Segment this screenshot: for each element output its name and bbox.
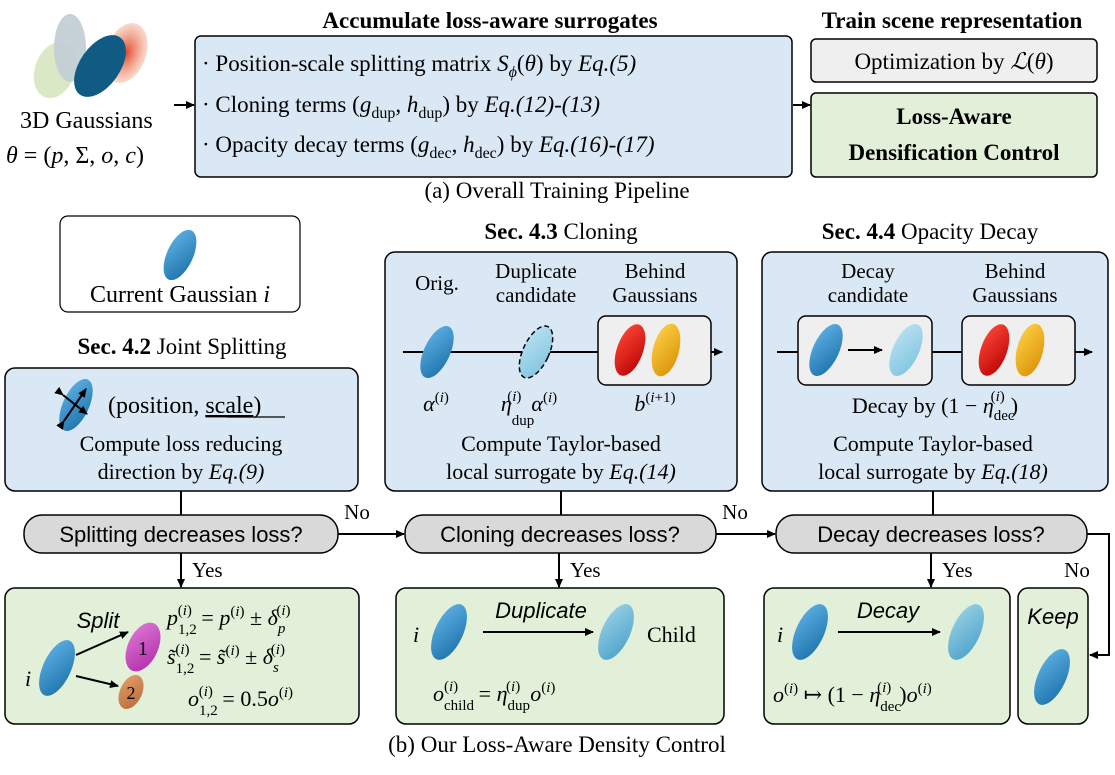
optimization-box	[810, 38, 1098, 83]
clone-parent-icon	[431, 604, 467, 660]
split-arrow-up	[75, 631, 129, 656]
keep-label: Keep	[1027, 604, 1078, 629]
clone-result-box	[395, 587, 725, 725]
split-child1-icon	[125, 622, 161, 672]
decay-compute-line2: local surrogate by Eq.(18)	[818, 459, 1048, 484]
no-label-2: No	[722, 500, 748, 524]
gaussians-params: θ = (p, Σ, o, c)	[6, 143, 144, 169]
decay-parent-icon	[792, 604, 828, 660]
optimization-label: Optimization by ℒ(θ)	[854, 49, 1053, 74]
orig-gaussian-icon	[420, 326, 454, 378]
decay-behind-line1: Behind	[985, 259, 1046, 283]
eta-dup-alpha-label: ηdup(i)α(i)	[501, 389, 557, 429]
duplicate-candidate-line2: candidate	[496, 283, 576, 307]
behind-gaussians-line2: Gaussians	[612, 283, 697, 307]
clone-opacity-eq: ochild(i) = ηdup(i)o(i)	[433, 679, 555, 714]
decay-i-label: i	[777, 622, 783, 647]
sec-44-heading: Sec. 4.4 Opacity Decay	[822, 219, 1039, 244]
clone-decision-label: Cloning decreases loss?	[440, 522, 680, 547]
alpha-label: α(i)	[423, 390, 449, 416]
duplicate-candidate-icon	[518, 325, 554, 379]
child-label: Child	[647, 622, 696, 647]
clone-i-label: i	[413, 622, 419, 647]
split-child2-number: 2	[127, 683, 136, 703]
decay-opacity-eq: o(i) ↦ (1 − ηdec(i))o(i)	[773, 680, 932, 715]
split-i-label: i	[25, 666, 31, 691]
decay-box	[761, 251, 1109, 492]
decay-behind-line2: Gaussians	[972, 283, 1057, 307]
decay-decision-label: Decay decreases loss?	[817, 522, 1044, 547]
train-heading: Train scene representation	[822, 8, 1083, 33]
decay-result-icon	[948, 604, 984, 660]
sec-42-heading: Sec. 4.2 Joint Splitting	[78, 334, 287, 359]
split-label: Split	[77, 608, 121, 633]
duplicate-candidate-line1: Duplicate	[495, 259, 577, 283]
loss-aware-control-box	[810, 92, 1098, 178]
split-compute-line2: direction by Eq.(9)	[98, 459, 265, 484]
no-arrow-decay-to-keep	[1087, 533, 1110, 659]
cloning-terms-item: · Cloning terms (gdup, hdup) by Eq.(12)-…	[202, 92, 600, 122]
keep-gaussian-icon	[1034, 649, 1070, 705]
decay-candidate-line1: Decay	[841, 259, 895, 283]
clone-compute-line1: Compute Taylor-based	[461, 431, 661, 456]
split-eq-o: o1,2(i) = 0.5o(i)	[188, 684, 293, 719]
opacity-decay-item: · Opacity decay terms (gdec, hdec) by Eq…	[202, 132, 655, 162]
split-eq-s: s̃1,2(i) = s̃(i) ± δs(i)	[167, 642, 285, 677]
behind-gaussians-line1: Behind	[625, 259, 686, 283]
split-child1-number: 1	[138, 638, 148, 660]
surrogates-box	[194, 35, 793, 178]
position-scale-label: (position, scale)	[108, 393, 261, 419]
decay-yellow-icon	[1015, 323, 1045, 377]
split-child2-icon	[118, 675, 144, 709]
sec-43-heading: Sec. 4.3 Cloning	[484, 219, 638, 244]
orig-label: Orig.	[415, 271, 459, 295]
caption-a: (a) Overall Training Pipeline	[424, 178, 689, 203]
yes-label-2: Yes	[570, 558, 601, 582]
split-compute-line1: Compute loss reducing	[80, 431, 283, 456]
split-arrow-down	[75, 675, 119, 689]
decay-red-icon	[978, 324, 1010, 376]
gaussians-label: 3D Gaussians	[20, 108, 153, 134]
split-result-box	[4, 587, 360, 725]
split-decision-label: Splitting decreases loss?	[59, 522, 302, 547]
loss-aware-line1: Loss-Aware	[896, 104, 1011, 129]
b-label: b(i+1)	[634, 390, 675, 416]
gaussian-cluster-icon	[33, 14, 148, 99]
decay-compute-line1: Compute Taylor-based	[833, 431, 1033, 456]
clone-compute-line2: local surrogate by Eq.(14)	[446, 459, 676, 484]
decay-candidate-line2: candidate	[828, 283, 908, 307]
surrogates-heading: Accumulate loss-aware surrogates	[322, 8, 657, 33]
loss-aware-line2: Densification Control	[848, 140, 1059, 165]
red-gaussian-icon	[614, 324, 646, 376]
split-eq-p: p1,2(i) = p(i) ± δp(i)	[165, 603, 291, 638]
decay-action-label: Decay	[857, 598, 921, 623]
yes-label-1: Yes	[192, 558, 223, 582]
decay-source-icon	[809, 324, 843, 376]
no-label-3: No	[1064, 558, 1090, 582]
duplicate-action-label: Duplicate	[495, 598, 587, 623]
yellow-gaussian-icon	[651, 323, 681, 377]
decayed-gaussian-icon	[889, 324, 923, 376]
split-direction-icon	[54, 379, 93, 431]
splitting-matrix-item: · Position-scale splitting matrix Sϕ(θ) …	[202, 51, 636, 81]
current-gaussian-icon	[163, 229, 197, 281]
yes-label-3: Yes	[942, 558, 973, 582]
split-parent-icon	[39, 640, 75, 696]
clone-child-icon	[598, 604, 634, 660]
caption-b: (b) Our Loss-Aware Density Control	[388, 732, 726, 757]
current-gaussian-label: Current Gaussian i	[90, 282, 270, 308]
no-label-1: No	[344, 500, 370, 524]
decay-by-label: Decay by (1 − ηdec(i))	[852, 389, 1018, 424]
